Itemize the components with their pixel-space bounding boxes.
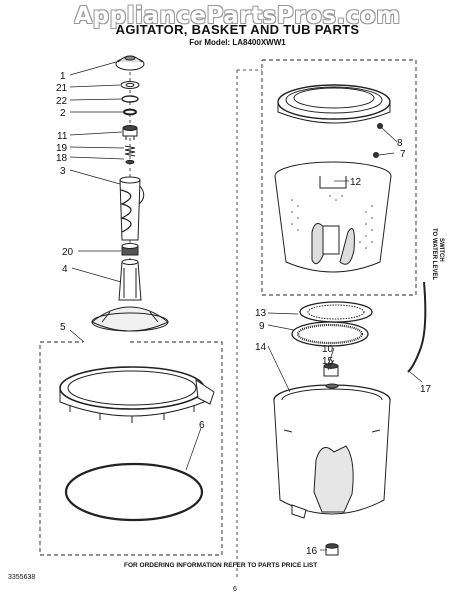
- basket: [274, 161, 392, 273]
- callout-13: 13: [255, 308, 267, 319]
- agitator-bearing: [121, 243, 139, 256]
- callout-15: 15: [322, 356, 334, 367]
- callout-16: 16: [306, 546, 318, 557]
- agitator-base: [91, 259, 169, 332]
- callout-1: 1: [60, 71, 66, 82]
- callout-numbers: 1 21 22 2 11 19 18 3 20 4 5 6 8 7 12 13 …: [56, 71, 432, 557]
- outer-tub: [273, 383, 391, 519]
- basket-nut: [299, 301, 373, 323]
- watermark: AppliancePartsPros.com: [74, 3, 401, 29]
- callout-21: 21: [56, 83, 68, 94]
- callout-9: 9: [259, 321, 265, 332]
- spring-and-bearing: [124, 145, 136, 165]
- callout-2: 2: [60, 108, 66, 119]
- model-subtitle: For Model: LA8400XWW1: [189, 38, 286, 47]
- dashed-box-basket-group: [261, 59, 417, 296]
- callout-17: 17: [420, 384, 432, 395]
- dashed-box-tub-ring-group: [39, 341, 223, 556]
- callout-7: 7: [400, 149, 406, 160]
- callout-12: 12: [350, 177, 362, 188]
- callout-5: 5: [60, 322, 66, 333]
- water-level-hose: [407, 281, 427, 373]
- agitator-cap: [115, 55, 145, 71]
- dogs-cam: [122, 125, 138, 140]
- callout-10: 10: [322, 344, 334, 355]
- spanner-nut: [323, 363, 339, 377]
- callout-19: 19: [56, 143, 68, 154]
- o-ring: [123, 108, 137, 116]
- auger-barrel: [119, 176, 145, 241]
- drain-plug: [325, 543, 339, 556]
- drive-block: [291, 321, 369, 347]
- callout-6: 6: [199, 420, 205, 431]
- callout-4: 4: [62, 264, 68, 275]
- callout-18: 18: [56, 153, 68, 164]
- cap-washer: [120, 81, 140, 89]
- callout-22: 22: [56, 96, 68, 107]
- callout-3: 3: [60, 166, 66, 177]
- ordering-info-footer: FOR ORDERING INFORMATION REFER TO PARTS …: [124, 562, 318, 569]
- callout-11: 11: [57, 131, 68, 142]
- balance-ring: [277, 84, 391, 158]
- seal-ring: [121, 95, 139, 103]
- callout-8: 8: [397, 138, 403, 149]
- water-level-switch-label: TO WATER LEVEL SWITCH: [431, 228, 444, 280]
- diagram-title: AGITATOR, BASKET AND TUB PARTS: [115, 22, 360, 37]
- callout-14: 14: [255, 342, 267, 353]
- tub-ring: [59, 366, 215, 423]
- side-label-line2: SWITCH: [438, 238, 444, 262]
- basket-perforations: [291, 195, 373, 249]
- callout-20: 20: [62, 247, 74, 258]
- document-number: 3355638: [8, 574, 36, 581]
- tub-ring-gasket: [64, 462, 204, 522]
- callout-leaders: [69, 61, 423, 551]
- side-label-line1: TO WATER LEVEL: [431, 228, 437, 280]
- page-number: 6: [233, 586, 237, 593]
